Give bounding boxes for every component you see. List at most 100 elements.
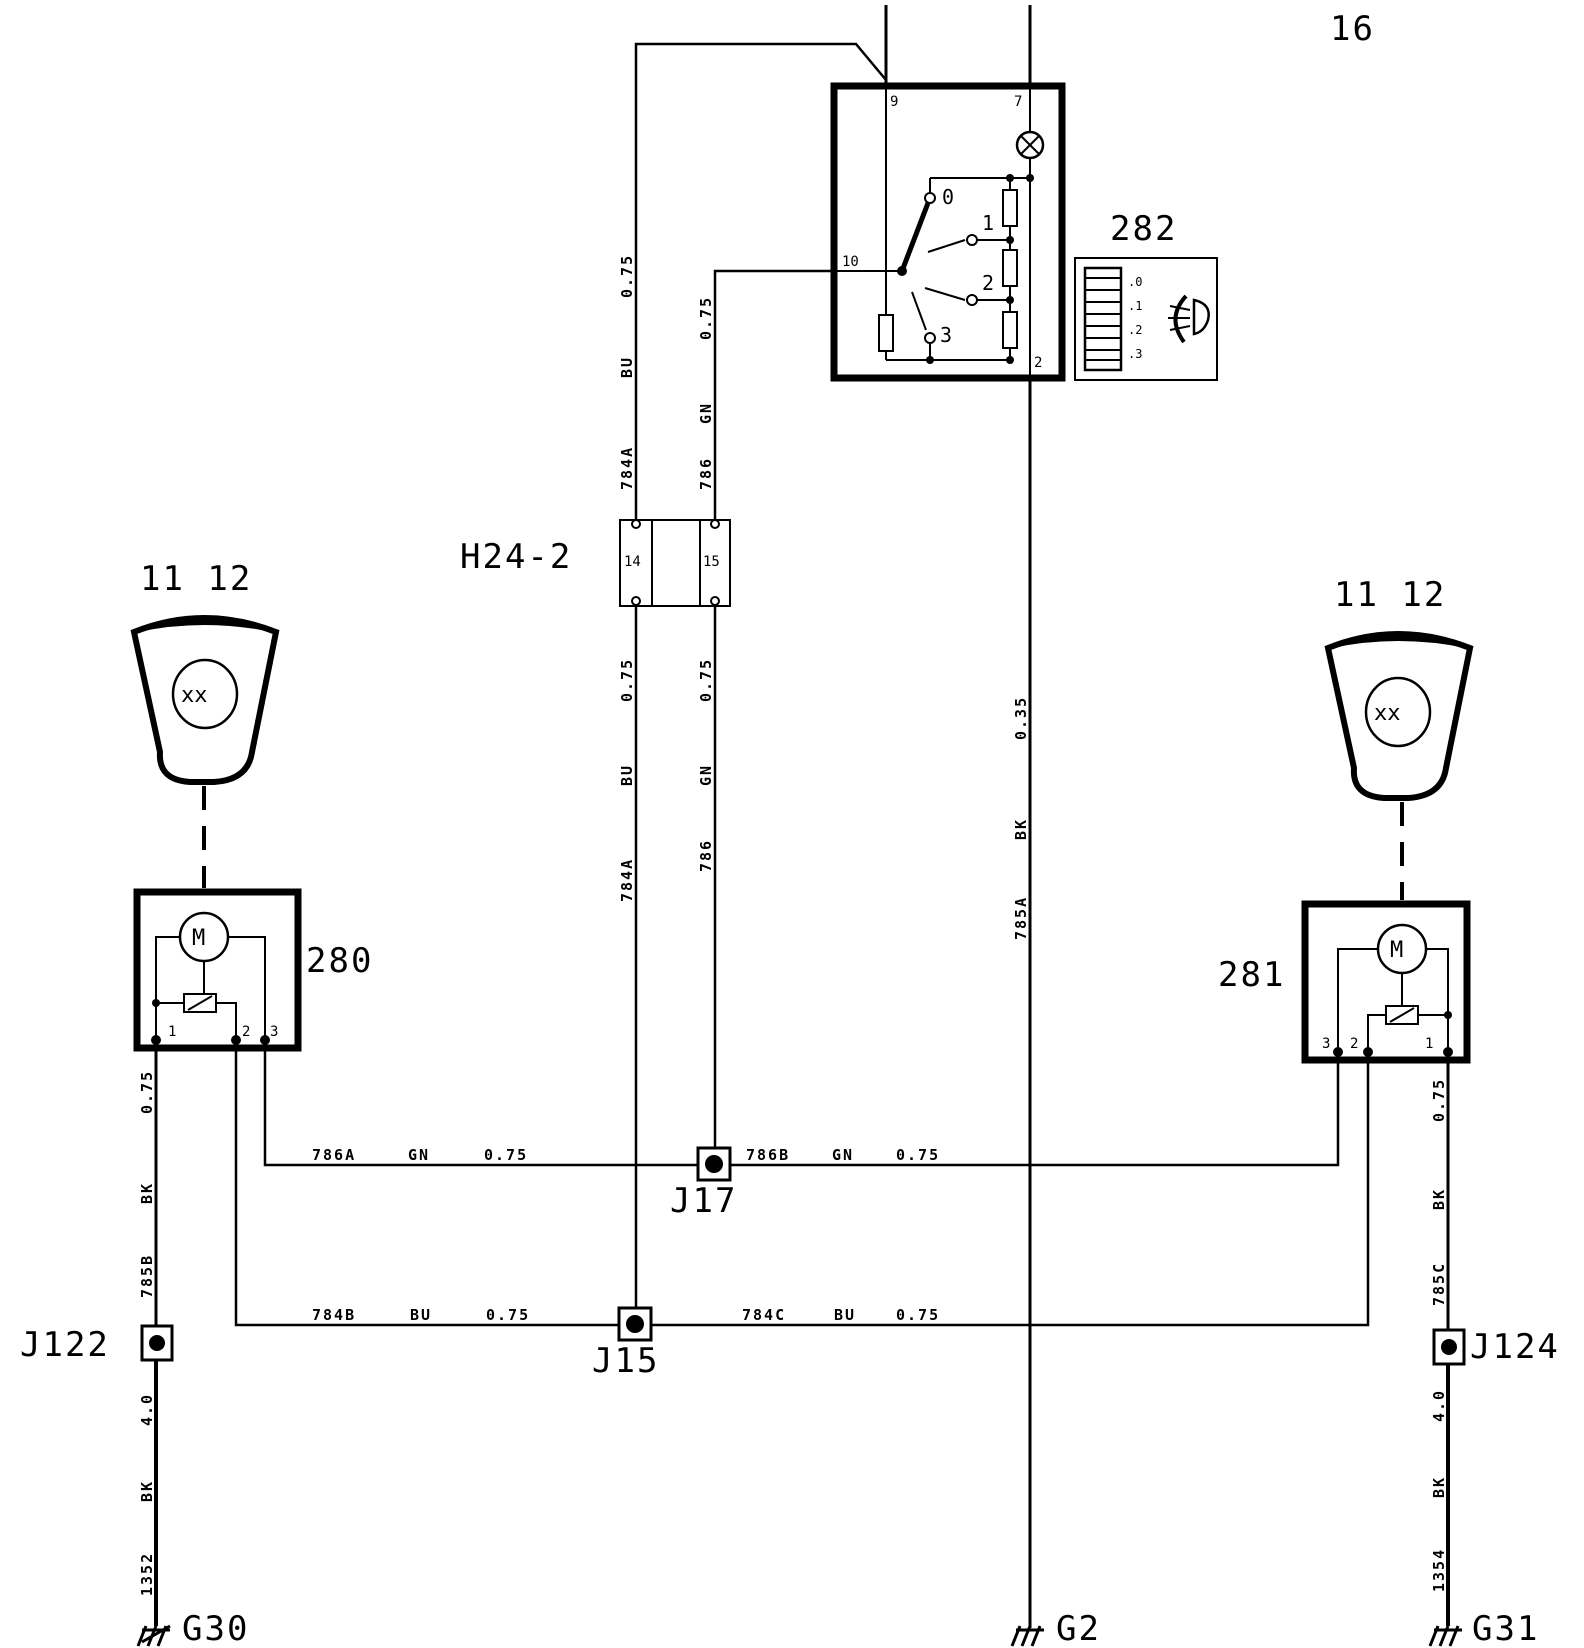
motor-281-pin-2: 2 <box>1350 1036 1358 1052</box>
wire-size: 0.75 <box>484 1146 528 1164</box>
motor-280-box <box>133 888 302 1052</box>
wire-id: 786A <box>312 1146 356 1164</box>
motor-280-pin-1: 1 <box>168 1024 176 1040</box>
junction-j15: J15 <box>592 1306 657 1381</box>
wiper-dash-3 <box>911 291 927 331</box>
wire-size: 0.35 <box>1012 696 1030 740</box>
motor-280-symbol: M <box>192 926 205 951</box>
pin-dot <box>260 1035 270 1045</box>
switch-pin-7: 7 <box>1014 94 1022 110</box>
wiper-arm <box>899 202 931 272</box>
wire-color: BU <box>834 1306 856 1324</box>
motor-280-pin-3: 3 <box>270 1024 278 1040</box>
headlamp-right-bulb <box>1364 676 1432 748</box>
wire-id: 786B <box>746 1146 790 1164</box>
resistor-1 <box>1002 189 1018 227</box>
pin-dot <box>631 596 641 606</box>
wire-id: 785A <box>1012 896 1030 940</box>
headlamp-left-label: 11 12 <box>140 559 252 599</box>
resistor-left <box>878 314 894 352</box>
headlamp-left-lens <box>138 619 272 632</box>
wire-label-785b: 785B BK 0.75 <box>138 1070 156 1298</box>
junction-label: J17 <box>670 1181 737 1221</box>
page-number: 16 <box>1330 9 1375 49</box>
wiper-dash-2 <box>924 287 966 301</box>
beam-ray <box>1169 325 1191 331</box>
junction-label: J122 <box>20 1325 110 1365</box>
wire-size: 0.75 <box>618 254 636 298</box>
wire-id: 784B <box>312 1306 356 1324</box>
motor-281-symbol: M <box>1390 938 1403 963</box>
junction-dot <box>626 1315 644 1333</box>
ground-g2: G2 <box>1010 1609 1101 1648</box>
wire-label-784b: 784B BU 0.75 <box>312 1306 530 1324</box>
pin-dot <box>710 596 720 606</box>
beam-ray <box>1169 305 1191 311</box>
ground-label: G2 <box>1056 1609 1101 1648</box>
wire-784b <box>234 1042 636 1327</box>
junction-dot <box>1441 1339 1457 1355</box>
wire-color: GN <box>408 1146 430 1164</box>
headlamp-left: 11 12 xx <box>130 559 280 888</box>
wire-color: BU <box>618 356 636 378</box>
contact-2 <box>966 294 978 306</box>
switch-box <box>830 82 1066 382</box>
wire-color: BU <box>410 1306 432 1324</box>
pin-dot <box>231 1035 241 1045</box>
junction-dot <box>149 1335 165 1351</box>
wire-size: 0.75 <box>486 1306 530 1324</box>
headlamp-right-lens <box>1332 635 1466 648</box>
wire-label-1354: 1354 BK 4.0 <box>1430 1389 1448 1592</box>
ground-icon <box>136 1625 170 1647</box>
ground-g30: G30 <box>136 1609 247 1648</box>
wire-id: 784A <box>618 446 636 490</box>
ground-icon <box>1428 1625 1462 1647</box>
wire-id: 786 <box>697 457 715 490</box>
wire-786b <box>715 1054 1340 1167</box>
headlamp-right-symbol: xx <box>1374 701 1401 726</box>
motor-280-pin-2: 2 <box>242 1024 250 1040</box>
wire-label-785c: 785C BK 0.75 <box>1430 1078 1448 1306</box>
switch-pin-10: 10 <box>842 254 859 270</box>
junction-j124: J124 <box>1432 1327 1558 1367</box>
motor-280-internal <box>216 1002 237 1042</box>
wire-label-784a-bottom: 784A BU 0.75 <box>618 658 636 902</box>
wire-786-top <box>713 269 834 520</box>
headlamp-right: 11 12 xx <box>1324 575 1474 900</box>
node <box>1444 1011 1452 1019</box>
headlamp-right-label: 11 12 <box>1334 575 1446 615</box>
node <box>1006 356 1014 364</box>
indicator-label-1: .1 <box>1128 299 1142 313</box>
junction-dot <box>705 1155 723 1173</box>
motor-281-id: 281 <box>1218 955 1285 995</box>
motor-280-coil-slash <box>187 995 213 1011</box>
wire-784a-top <box>634 42 887 520</box>
wiper-dash-1 <box>927 239 966 253</box>
contact-0 <box>924 192 936 204</box>
wire-id: 784A <box>618 858 636 902</box>
wire-color: BK <box>138 1480 156 1502</box>
wire-color: BK <box>1012 818 1030 840</box>
motor-280: 280 M 1 2 3 <box>133 888 371 1052</box>
junction-j17: J17 <box>670 1146 737 1221</box>
position-2: 2 <box>982 271 994 295</box>
wire-id: 785B <box>138 1254 156 1298</box>
wire-color: GN <box>697 402 715 424</box>
wire-label-1352: 1352 BK 4.0 <box>138 1393 156 1596</box>
wire-size: 0.75 <box>618 658 636 702</box>
wire-label-785a: 785A BK 0.35 <box>1012 696 1030 940</box>
connector-pin-15: 15 <box>703 554 720 570</box>
pin-dot <box>631 519 641 529</box>
wire-id: 1352 <box>138 1552 156 1596</box>
wire-color: BU <box>618 764 636 786</box>
connector-h24-2: H24-2 14 15 <box>460 519 731 607</box>
range-indicator-282: 282 .0 .1 .2 .3 <box>1074 209 1218 381</box>
wire-label-786b: 786B GN 0.75 <box>746 1146 938 1164</box>
switch-pin-9: 9 <box>890 94 898 110</box>
wire-label-786-bottom: 786 GN 0.75 <box>697 658 715 872</box>
wire-color: GN <box>697 764 715 786</box>
motor-281: 281 M 3 2 1 <box>1218 900 1471 1064</box>
wire-size: 0.75 <box>896 1306 940 1324</box>
headlamp-left-bulb <box>171 658 239 730</box>
wire-label-784c: 784C BU 0.75 <box>742 1306 940 1324</box>
